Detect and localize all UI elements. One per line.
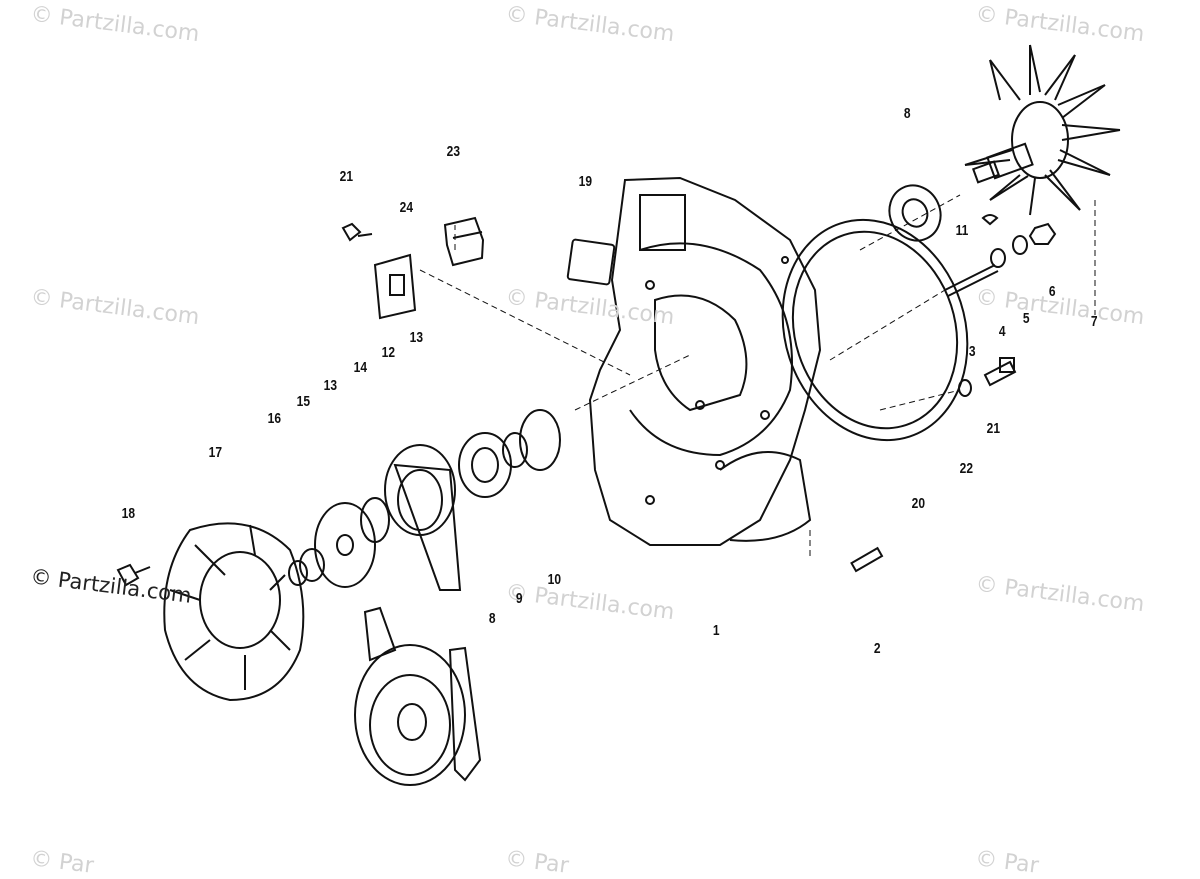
callout-12: 12: [381, 344, 396, 361]
callout-9: 9: [515, 590, 523, 607]
callout-8-upper: 8: [903, 105, 911, 122]
callout-17: 17: [208, 444, 223, 461]
callout-2: 2: [873, 640, 881, 657]
callout-1: 1: [712, 622, 720, 639]
callout-5: 5: [1022, 310, 1030, 327]
callout-21-right: 21: [986, 420, 1001, 437]
callout-18: 18: [121, 505, 136, 522]
bearing-upper: [888, 184, 942, 242]
gasket-19: [566, 238, 616, 286]
callout-8-lower: 8: [488, 610, 496, 627]
callout-13-upper: 13: [409, 329, 424, 346]
bracket-and-relay: [341, 216, 485, 320]
callout-24: 24: [399, 199, 414, 216]
callout-11: 11: [955, 222, 969, 239]
drive-pulley: [288, 444, 462, 591]
callout-4: 4: [998, 323, 1006, 340]
driven-pulley: [354, 606, 482, 786]
callout-19: 19: [578, 173, 593, 190]
callout-15: 15: [296, 393, 311, 410]
bolt-right: [958, 357, 1017, 397]
pin: [850, 546, 884, 573]
bearing-lower: [458, 409, 561, 498]
callout-13-lower: 13: [323, 377, 338, 394]
callout-16: 16: [267, 410, 282, 427]
fan-housing: [588, 176, 822, 546]
callout-21-left: 21: [339, 168, 354, 185]
fan-impeller: [964, 44, 1121, 216]
pulley-cover: [116, 522, 305, 702]
callout-6: 6: [1048, 283, 1056, 300]
callout-20: 20: [911, 495, 926, 512]
callout-7: 7: [1090, 313, 1098, 330]
callout-22: 22: [959, 460, 974, 477]
flange-ring: [781, 218, 969, 442]
callout-14: 14: [353, 359, 368, 376]
callout-23: 23: [446, 143, 461, 160]
stud-and-nut: [944, 214, 1057, 297]
callout-10: 10: [547, 571, 562, 588]
callout-3: 3: [968, 343, 976, 360]
guide-lines: [419, 194, 1096, 560]
